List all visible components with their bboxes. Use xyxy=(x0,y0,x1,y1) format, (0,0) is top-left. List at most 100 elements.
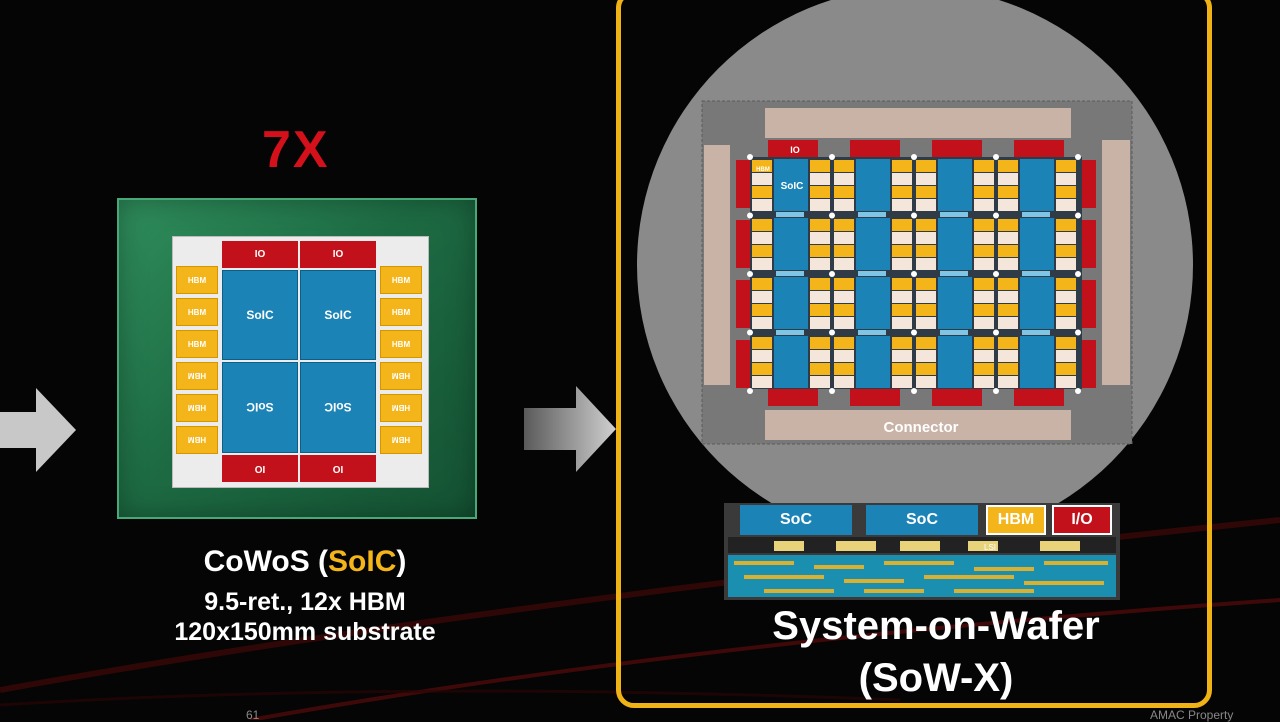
wafer-hbm-0-3-0-3 xyxy=(998,199,1018,211)
wafer-hbm-1-1-1-3 xyxy=(892,258,912,270)
wafer-hbm-2-2-0-2 xyxy=(916,304,936,316)
cowos-caption-prefix: CoWoS ( xyxy=(203,545,329,578)
wafer-hbm-label: HBM xyxy=(756,167,770,173)
wafer-node-2-2 xyxy=(911,271,917,277)
wafer-hbm-3-3-0-2 xyxy=(998,363,1018,375)
wafer-hbm-0-0-1-1 xyxy=(810,173,830,185)
wafer-hbm-3-3-1-3 xyxy=(1056,376,1076,388)
wafer-hbm-3-0-1-1 xyxy=(810,350,830,362)
wafer-hbm-0-3-0-1 xyxy=(998,173,1018,185)
wafer-link-2-0 xyxy=(776,330,804,335)
wafer-soc-1-1 xyxy=(856,218,890,270)
wafer-hbm-0-1-0-0 xyxy=(834,160,854,172)
wafer-hbm-0-2-0-2 xyxy=(916,186,936,198)
wafer-link-1-3 xyxy=(1022,271,1050,276)
wafer-node-2-3 xyxy=(993,271,999,277)
wafer-hbm-0-3-1-3 xyxy=(1056,199,1076,211)
wafer-hbm-3-3-0-1 xyxy=(998,350,1018,362)
arrow-left-icon xyxy=(0,388,76,472)
wafer-soc-0-3 xyxy=(1020,159,1054,211)
wafer-hbm-2-2-1-3 xyxy=(974,317,994,329)
wafer-link-2-1 xyxy=(858,330,886,335)
wafer-io-bottom-3 xyxy=(1014,389,1064,406)
cowos-soic-2: SoIC xyxy=(300,270,376,360)
wafer-hbm-1-0-1-2 xyxy=(810,245,830,257)
cowos-io-top-1: IO xyxy=(222,241,298,268)
wafer-hbm-1-0-0-2 xyxy=(752,245,772,257)
wafer-hbm-0-3-1-2 xyxy=(1056,186,1076,198)
wafer-node-0-0 xyxy=(747,154,753,160)
wafer-hbm-3-3-0-3 xyxy=(998,376,1018,388)
wafer-hbm-3-2-1-1 xyxy=(974,350,994,362)
wafer-hbm-2-1-0-3 xyxy=(834,317,854,329)
wafer-node-0-3 xyxy=(993,154,999,160)
wafer-link-1-2 xyxy=(940,271,968,276)
wafer-hbm-3-2-0-0 xyxy=(916,337,936,349)
wafer-node-0-4 xyxy=(1075,154,1081,160)
wafer-soc-3-0 xyxy=(774,336,808,388)
wafer-hbm-2-0-1-3 xyxy=(810,317,830,329)
wafer-hbm-3-0-1-3 xyxy=(810,376,830,388)
wafer-hbm-2-2-0-0 xyxy=(916,278,936,290)
wafer-soc-1-2 xyxy=(938,218,972,270)
wafer-node-2-0 xyxy=(747,271,753,277)
wafer-hbm-3-2-1-0 xyxy=(974,337,994,349)
wafer-io-bottom-1 xyxy=(850,389,900,406)
wafer-link-1-1 xyxy=(858,271,886,276)
wafer-hbm-1-2-0-3 xyxy=(916,258,936,270)
wafer-hbm-1-2-0-2 xyxy=(916,245,936,257)
wafer-hbm-3-1-1-3 xyxy=(892,376,912,388)
wafer-hbm-1-3-1-0 xyxy=(1056,219,1076,231)
wafer-hbm-0-1-0-2 xyxy=(834,186,854,198)
wafer-soc-3-1 xyxy=(856,336,890,388)
wafer-hbm-2-2-0-3 xyxy=(916,317,936,329)
wafer-hbm-0-1-1-2 xyxy=(892,186,912,198)
wafer-link-1-0 xyxy=(776,271,804,276)
wafer-hbm-2-1-1-1 xyxy=(892,291,912,303)
cowos-caption-suffix: ) xyxy=(396,545,407,578)
wafer-io-right-2 xyxy=(1082,280,1096,328)
wafer-link-0-3 xyxy=(1022,212,1050,217)
wafer-hbm-0-1-0-3 xyxy=(834,199,854,211)
wafer-hbm-1-0-0-0 xyxy=(752,219,772,231)
wafer-node-3-0 xyxy=(747,329,753,336)
wafer-hbm-1-0-0-1 xyxy=(752,232,772,244)
wafer-io-top-1 xyxy=(850,140,900,157)
wafer-node-3-3 xyxy=(993,329,999,336)
wafer-hbm-0-1-1-0 xyxy=(892,160,912,172)
wafer-hbm-2-0-1-2 xyxy=(810,304,830,316)
wafer-bottom-connector xyxy=(765,410,1071,440)
wafer-node-3-2 xyxy=(911,329,917,336)
wafer-hbm-3-1-1-0 xyxy=(892,337,912,349)
wafer-left-connector xyxy=(704,145,730,385)
wafer-node-4-3 xyxy=(993,388,999,394)
wafer-node-1-3 xyxy=(993,212,999,219)
wafer-hbm-0-0-1-0 xyxy=(810,160,830,172)
wafer-soc-0-1 xyxy=(856,159,890,211)
cowos-soic-1: SoIC xyxy=(222,270,298,360)
wafer-io-left-2 xyxy=(736,280,750,328)
wafer-hbm-0-0-0-1 xyxy=(752,173,772,185)
wafer-hbm-3-1-0-0 xyxy=(834,337,854,349)
wafer-soc-2-0 xyxy=(774,277,808,329)
wafer-soc-3-3 xyxy=(1020,336,1054,388)
wafer-io-right-0 xyxy=(1082,160,1096,208)
property-notice: AMAC Property xyxy=(1150,708,1234,722)
wafer-top-connector xyxy=(765,108,1071,138)
wafer-hbm-3-0-0-3 xyxy=(752,376,772,388)
wafer-hbm-1-2-1-2 xyxy=(974,245,994,257)
wafer-hbm-0-0-0-3 xyxy=(752,199,772,211)
wafer-io-top-2 xyxy=(932,140,982,157)
wafer-hbm-2-3-0-0 xyxy=(998,278,1018,290)
wafer-hbm-3-1-0-2 xyxy=(834,363,854,375)
wafer-node-2-4 xyxy=(1075,271,1081,277)
wafer-chip-grid xyxy=(736,140,1096,406)
sow-subtitle: (SoW-X) xyxy=(858,656,1014,700)
wafer-node-1-2 xyxy=(911,212,917,219)
wafer-hbm-1-3-0-1 xyxy=(998,232,1018,244)
wafer-soc-1-3 xyxy=(1020,218,1054,270)
wafer-hbm-3-0-0-2 xyxy=(752,363,772,375)
wafer-hbm-1-0-1-0 xyxy=(810,219,830,231)
wafer-hbm-0-2-0-0 xyxy=(916,160,936,172)
wafer-hbm-1-3-1-1 xyxy=(1056,232,1076,244)
